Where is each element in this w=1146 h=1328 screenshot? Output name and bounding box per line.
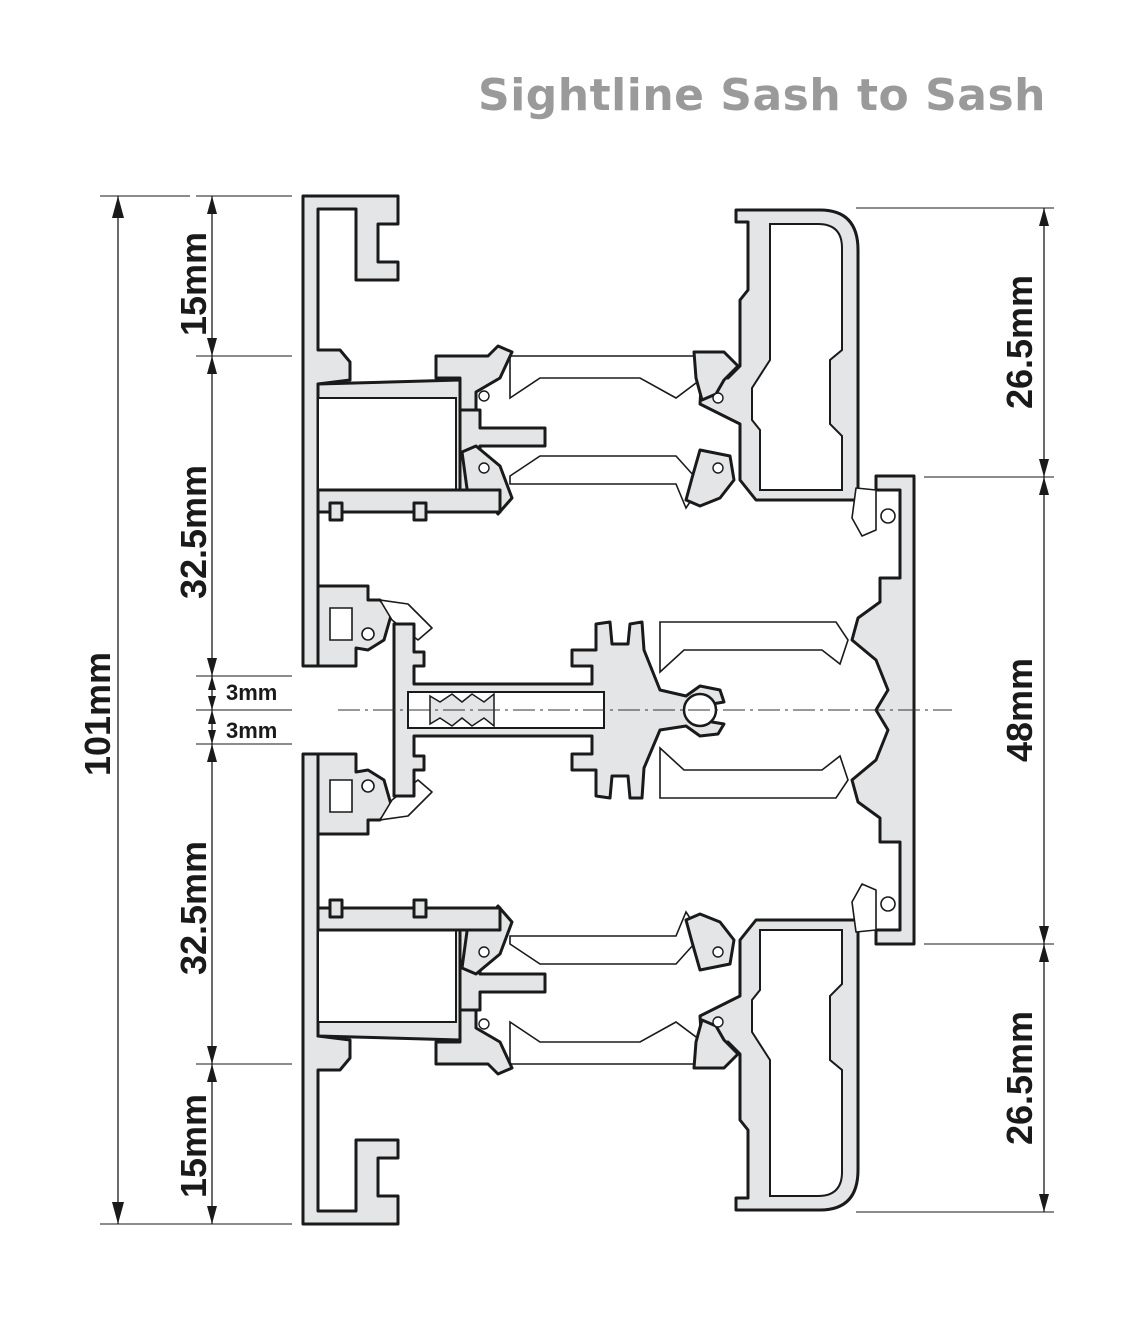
dim-left-3-top: 3mm <box>226 680 277 705</box>
dim-left-32-top: 32.5mm <box>173 465 214 599</box>
page-title: Sightline Sash to Sash <box>478 70 1046 121</box>
central-thermal-bar-top <box>659 621 849 674</box>
dim-left-15-bottom: 15mm <box>173 1094 214 1198</box>
upper-sash-profile <box>301 194 860 668</box>
dimension-right-chain: 26.5mm 48mm 26.5mm <box>999 208 1049 1212</box>
dimension-left-chain: 15mm 32.5mm 3mm 3mm 32.5mm 15mm <box>173 196 277 1224</box>
dim-left-32-bottom: 32.5mm <box>173 841 214 975</box>
right-lower-gasket <box>851 883 877 933</box>
right-extension-lines <box>856 207 1054 1213</box>
central-thermal-bar-bottom <box>659 746 849 799</box>
dim-left-3-bottom: 3mm <box>226 718 277 743</box>
dim-total-label: 101mm <box>77 652 118 776</box>
left-extension-lines <box>100 195 292 1225</box>
right-upper-gasket <box>851 487 877 537</box>
right-frame-lower-hole <box>880 896 896 912</box>
lower-sash-profile <box>301 752 860 1226</box>
dim-right-26-bottom: 26.5mm <box>999 1011 1040 1145</box>
dim-right-26-top: 26.5mm <box>999 275 1040 409</box>
dim-right-48: 48mm <box>999 658 1040 762</box>
right-frame-upper-hole <box>880 508 896 524</box>
dimension-total: 101mm <box>77 196 124 1224</box>
dim-left-15-top: 15mm <box>173 232 214 336</box>
